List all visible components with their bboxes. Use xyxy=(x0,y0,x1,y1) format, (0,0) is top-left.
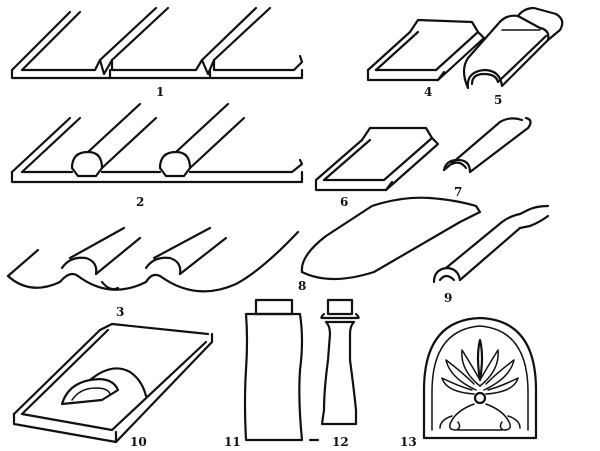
label-2: 2 xyxy=(136,195,144,209)
tile-12-column-antefix xyxy=(320,298,360,426)
tile-6-pan xyxy=(314,126,440,192)
tile-9-half-round-joint xyxy=(432,204,550,284)
tile-1-flat-ridged xyxy=(10,6,304,80)
tile-7-half-round xyxy=(442,116,532,174)
tile-11-tall-plain xyxy=(243,298,320,442)
tile-2-flat-round-cover xyxy=(10,102,304,184)
label-1: 1 xyxy=(156,85,164,99)
tile-10-vent-tile xyxy=(12,322,214,444)
tile-13-palmette-antefix xyxy=(422,316,538,440)
label-13: 13 xyxy=(400,435,417,449)
label-10: 10 xyxy=(130,435,147,449)
tile-5-round-ridge xyxy=(462,6,564,90)
tile-3-curved-pantile xyxy=(6,226,300,293)
label-7: 7 xyxy=(454,185,462,199)
label-11: 11 xyxy=(224,435,241,449)
label-9: 9 xyxy=(444,291,452,305)
label-12: 12 xyxy=(332,435,349,449)
label-8: 8 xyxy=(298,279,306,293)
label-6: 6 xyxy=(340,195,348,209)
label-3: 3 xyxy=(116,305,124,319)
tile-4-flat-single xyxy=(366,18,486,82)
label-5: 5 xyxy=(494,93,502,107)
label-4: 4 xyxy=(424,85,432,99)
tile-8-curved-plain xyxy=(300,196,482,281)
